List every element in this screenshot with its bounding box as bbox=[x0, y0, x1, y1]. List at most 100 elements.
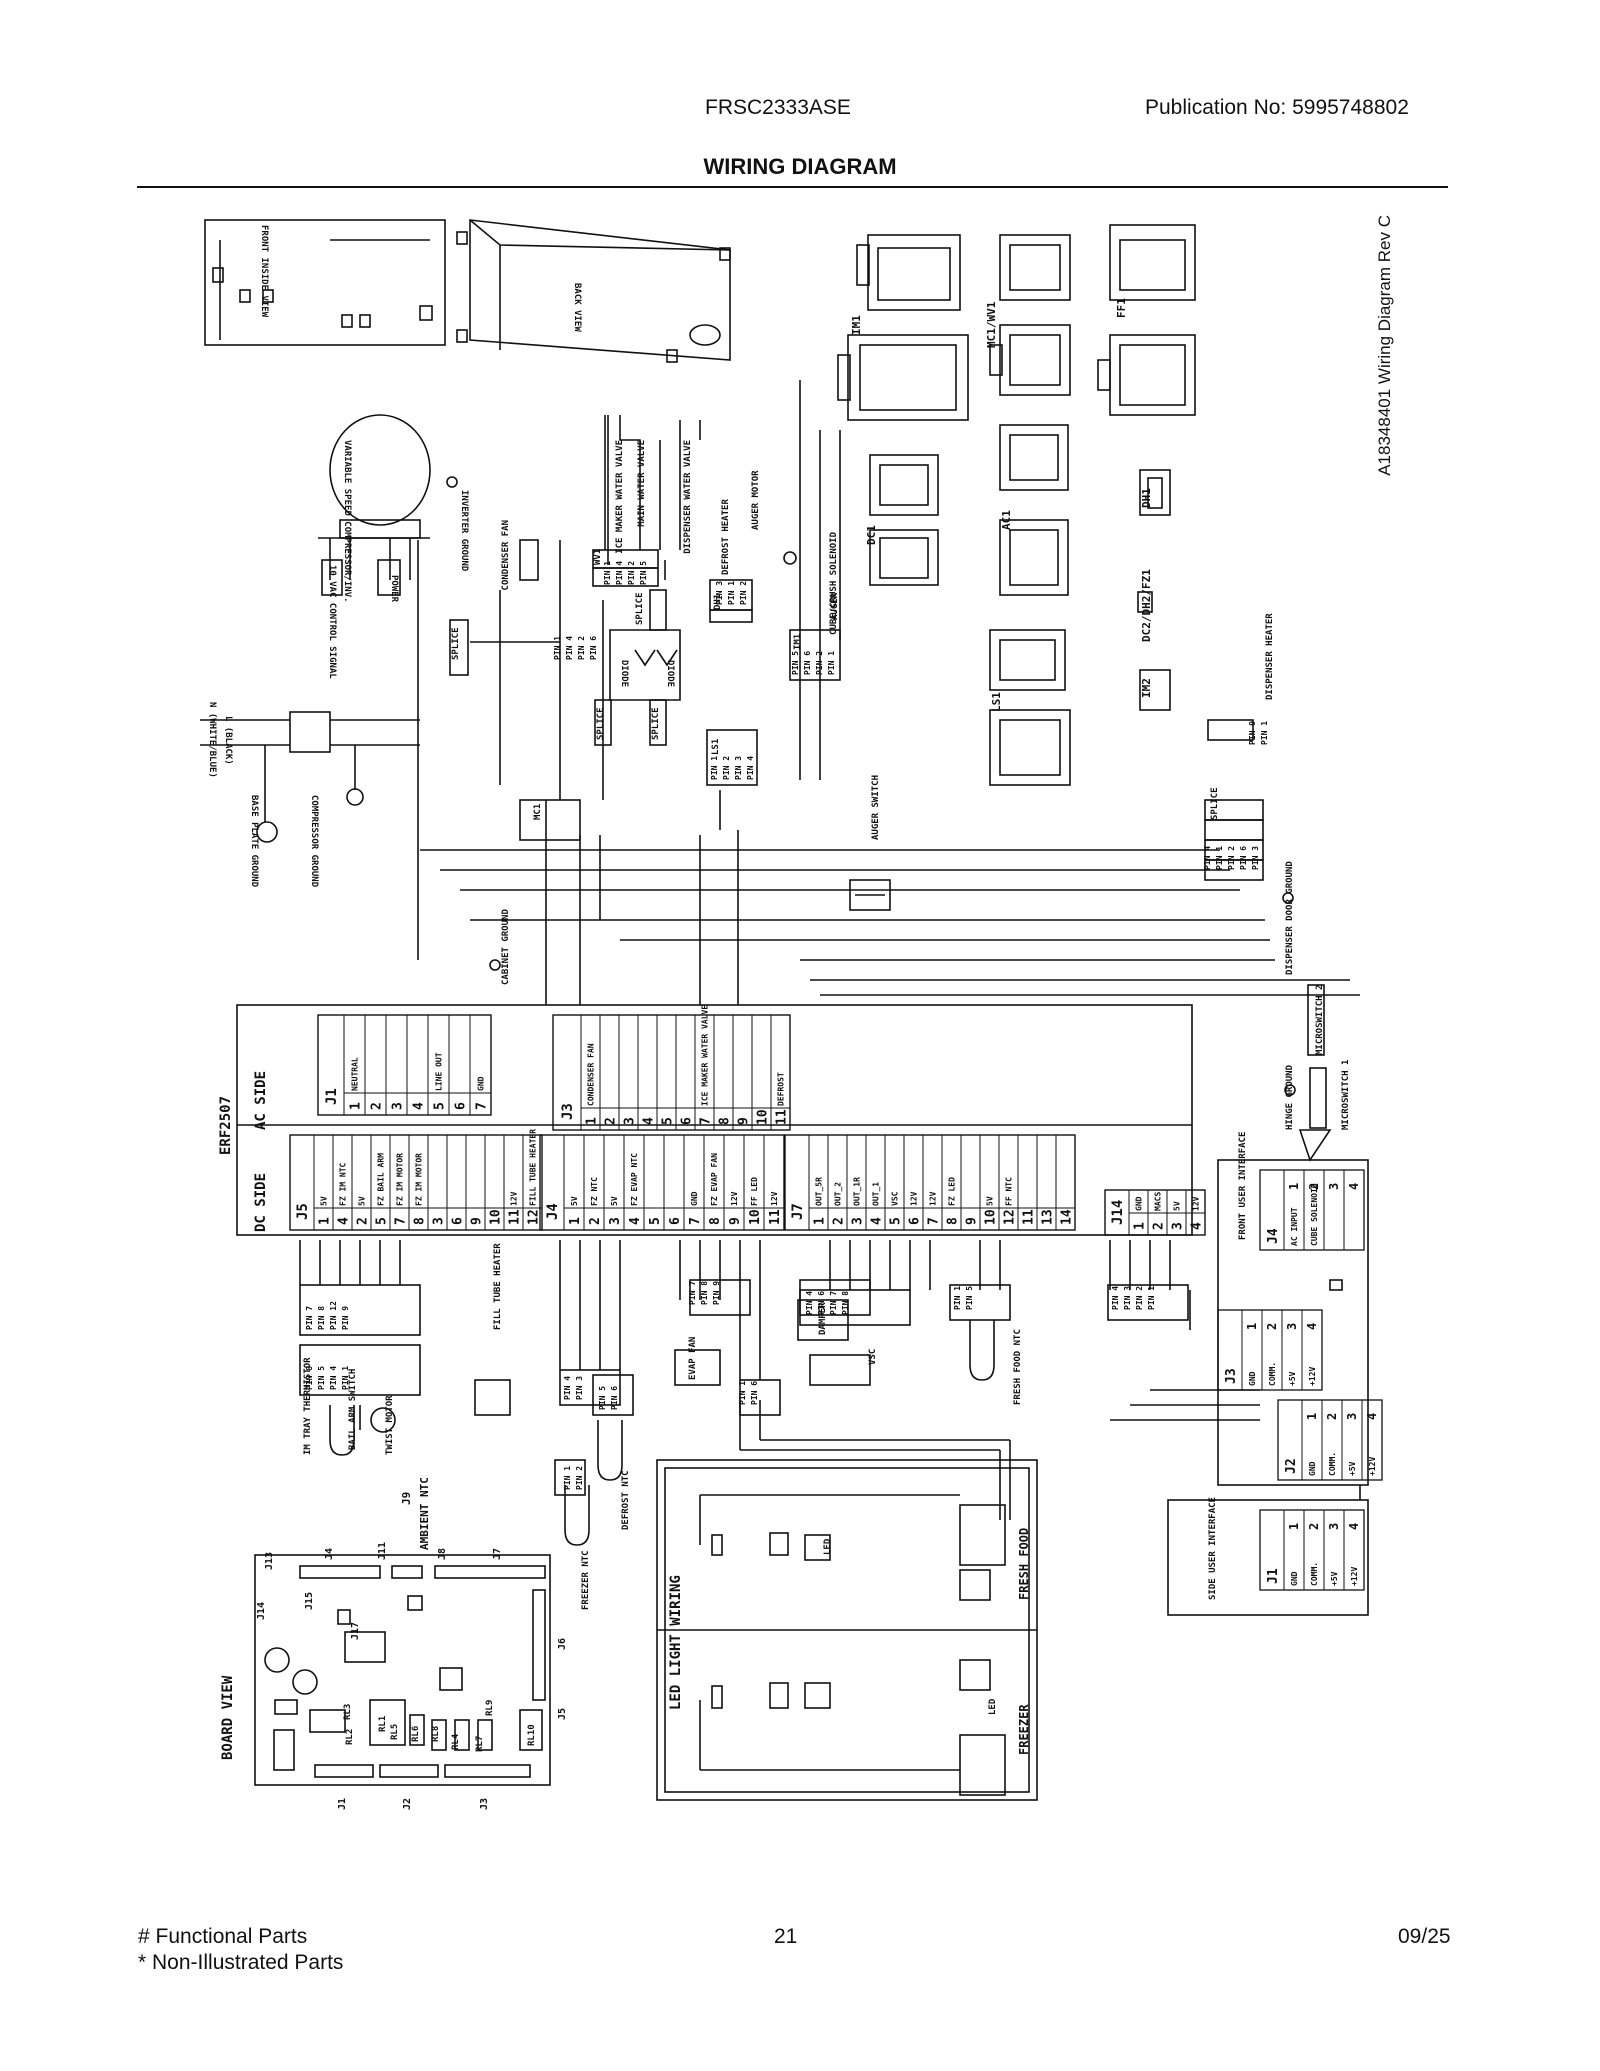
j14-pin-function: MACS bbox=[1154, 1192, 1163, 1211]
j7-pin-number: 5 bbox=[889, 1217, 904, 1225]
dc1-connector bbox=[869, 454, 939, 586]
ac1-pin: PIN 6 bbox=[1239, 846, 1248, 870]
j3-pin-number: 5 bbox=[661, 1117, 676, 1125]
j3-pin-number: 8 bbox=[718, 1117, 733, 1125]
auger-motor-label: AUGER MOTOR bbox=[751, 470, 761, 530]
dc1-lower-pin: PIN 1 bbox=[1147, 1286, 1156, 1310]
fui-j3-label: J3 bbox=[1224, 1368, 1239, 1384]
j7-pin-number: 14 bbox=[1060, 1209, 1075, 1225]
evap-fan-label: EVAP FAN bbox=[688, 1337, 698, 1380]
ls1-pin: PIN 4 bbox=[746, 756, 755, 780]
board-rl7-label: RL7 bbox=[475, 1736, 485, 1752]
ls1-lower-pin: PIN 7 bbox=[688, 1281, 697, 1305]
sui-label: SIDE USER INTERFACE bbox=[1208, 1497, 1218, 1600]
j4-pin-number: 7 bbox=[688, 1217, 703, 1225]
damper-label: DAMPER bbox=[818, 1302, 828, 1335]
cube-crush-label: CUBE/CRUSH SOLENOID bbox=[829, 531, 839, 635]
dc1-lower-pin: PIN 3 bbox=[1123, 1286, 1132, 1310]
j4-pin-function: 5V bbox=[570, 1196, 579, 1206]
splice-label-4: SPLICE bbox=[651, 707, 661, 740]
ff1-connector bbox=[1097, 224, 1196, 416]
im1-pin: PIN 6 bbox=[803, 651, 812, 675]
fui-j2-item: +12V bbox=[1368, 1457, 1377, 1476]
j4-pin-number: 4 bbox=[628, 1217, 643, 1225]
j4-pin-number: 6 bbox=[668, 1217, 683, 1225]
j4-pin-number: 8 bbox=[708, 1217, 723, 1225]
sui-j1-pin: 1 bbox=[1287, 1523, 1301, 1530]
twist-motor-label: TWIST MOTOR bbox=[385, 1395, 395, 1455]
board-rl6-label: RL6 bbox=[411, 1726, 421, 1742]
board-j13-label: J13 bbox=[264, 1552, 275, 1570]
fui-j2-pin: 3 bbox=[1345, 1413, 1359, 1420]
board-j15-label: J15 bbox=[304, 1592, 315, 1610]
ls1-pin: PIN 3 bbox=[734, 756, 743, 780]
ls1-ntc-pin: PIN 6 bbox=[610, 1386, 619, 1410]
dc2-label: DC2/DH2/FZ1 bbox=[1140, 569, 1153, 642]
j1-pin-number: 1 bbox=[349, 1102, 364, 1110]
j1-label: J1 bbox=[324, 1088, 340, 1105]
freezer-label: FREEZER bbox=[1017, 1704, 1031, 1755]
ff1-label: FF1 bbox=[1115, 298, 1128, 318]
mc1-pin: PIN 2 bbox=[577, 636, 586, 660]
fui-j4-item: AC INPUT bbox=[1290, 1207, 1299, 1246]
fui-j3-item: COMM. bbox=[1268, 1362, 1277, 1386]
board-j2-label: J2 bbox=[402, 1798, 413, 1810]
j4-pin-number: 10 bbox=[748, 1209, 763, 1225]
j3-pin-number: 2 bbox=[604, 1117, 619, 1125]
board-rl5-label: RL5 bbox=[390, 1724, 400, 1740]
wv1-pin: PIN 1 bbox=[603, 561, 612, 585]
j1-pin-number: 6 bbox=[454, 1102, 469, 1110]
publication-number: Publication No: 5995748802 bbox=[1145, 96, 1409, 119]
j5-pin-number: 11 bbox=[508, 1209, 523, 1225]
im2-lower-pin: PIN 1 bbox=[341, 1366, 350, 1390]
inverter-ground-label: INVERTER GROUND bbox=[459, 490, 469, 572]
fui-j3-pin: 2 bbox=[1265, 1323, 1279, 1330]
compressor bbox=[318, 414, 431, 596]
fui-j3-pin: 4 bbox=[1305, 1323, 1319, 1330]
wv1-pin: PIN 2 bbox=[627, 561, 636, 585]
water-valves bbox=[604, 415, 701, 550]
board-rl8-label: RL8 bbox=[431, 1726, 441, 1742]
j4-pin-function: 12V bbox=[730, 1191, 739, 1206]
j4-pin-number: 1 bbox=[568, 1217, 583, 1225]
j3-pin-function: ICE MAKER WATER VALVE bbox=[701, 1005, 710, 1106]
fui-j2-pin: 4 bbox=[1365, 1413, 1379, 1420]
sui-j1-label: J1 bbox=[1266, 1568, 1281, 1584]
board-rl9-label: RL9 bbox=[485, 1700, 495, 1716]
back-view-label: BACK VIEW bbox=[572, 283, 582, 332]
fui-j2-item: GND bbox=[1308, 1461, 1317, 1476]
im2-lower-pin: PIN 4 bbox=[329, 1366, 338, 1390]
j1-pin-function: GND bbox=[477, 1076, 486, 1091]
j4-pin-function: FF LED bbox=[750, 1177, 759, 1206]
ls1-pin: PIN 2 bbox=[722, 756, 731, 780]
microswitch-1-label: MICROSWITCH 1 bbox=[1341, 1060, 1351, 1130]
im1-pin: PIN 1 bbox=[827, 651, 836, 675]
ac1-pin: PIN 4 bbox=[1203, 846, 1212, 870]
j4-pin-function: FZ EVAP FAN bbox=[710, 1153, 719, 1206]
fui-j4-pin: 1 bbox=[1287, 1183, 1301, 1190]
j7-pin-number: 13 bbox=[1041, 1209, 1056, 1225]
j7-pin-function: FF NTC bbox=[1005, 1177, 1014, 1206]
ff1-lower-pin: PIN 8 bbox=[841, 1291, 850, 1315]
j5-pin-number: 3 bbox=[432, 1217, 447, 1225]
j5-pin-function: 5V bbox=[358, 1196, 367, 1206]
j7-pin-number: 4 bbox=[870, 1217, 885, 1225]
j7-pin-number: 7 bbox=[927, 1217, 942, 1225]
revision-date: 09/25 bbox=[1398, 1925, 1451, 1948]
j7-pin-function: OUT_2 bbox=[834, 1182, 843, 1206]
mc1-pin: PIN 1 bbox=[553, 636, 562, 660]
main-valve-label: MAIN WATER VALVE bbox=[637, 440, 647, 527]
im1-lower-pin: PIN 12 bbox=[329, 1301, 338, 1330]
j3-label: J3 bbox=[560, 1103, 576, 1120]
j7-pin-number: 8 bbox=[946, 1217, 961, 1225]
dispenser-heater-label: DISPENSER HEATER bbox=[1265, 613, 1275, 700]
fui-j4-pin: 2 bbox=[1307, 1183, 1321, 1190]
j3-pin-number: 9 bbox=[737, 1117, 752, 1125]
j5-pin-number: 4 bbox=[337, 1217, 352, 1225]
j5-pin-number: 5 bbox=[375, 1217, 390, 1225]
j7-pin-number: 1 bbox=[813, 1217, 828, 1225]
j5-pin-function: FZ IM NTC bbox=[339, 1162, 348, 1206]
